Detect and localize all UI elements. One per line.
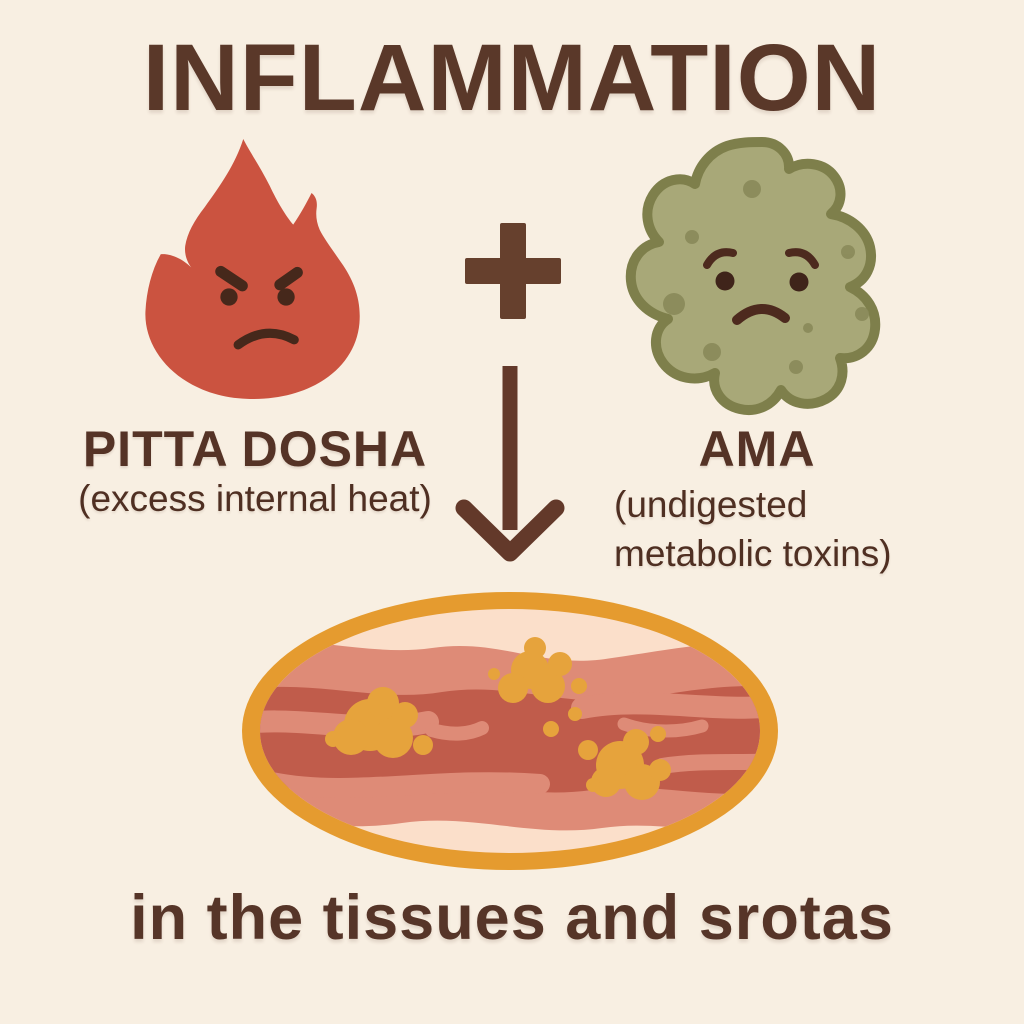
ama-description-line2: metabolic toxins)	[614, 533, 892, 574]
ama-deposits	[325, 637, 671, 800]
toxin-spots	[663, 180, 869, 374]
pitta-dosha-label: PITTA DOSHA	[82, 421, 428, 477]
toxin-blob-icon	[625, 137, 881, 415]
page-title: INFLAMMATION	[142, 25, 882, 131]
plus-icon	[465, 223, 561, 319]
result-caption: in the tissues and srotas	[130, 883, 894, 953]
inflamed-tissue-icon	[242, 592, 778, 870]
flame-angry-face	[215, 265, 303, 350]
flame-icon	[145, 139, 360, 399]
ama-description-line1: (undigested	[614, 484, 808, 525]
pitta-dosha-description: (excess internal heat)	[78, 478, 432, 519]
blob-worried-face	[703, 248, 819, 325]
arrow-down-icon	[455, 366, 565, 562]
ama-label: AMA	[698, 421, 816, 477]
ama-description: (undigested metabolic toxins)	[614, 480, 944, 578]
